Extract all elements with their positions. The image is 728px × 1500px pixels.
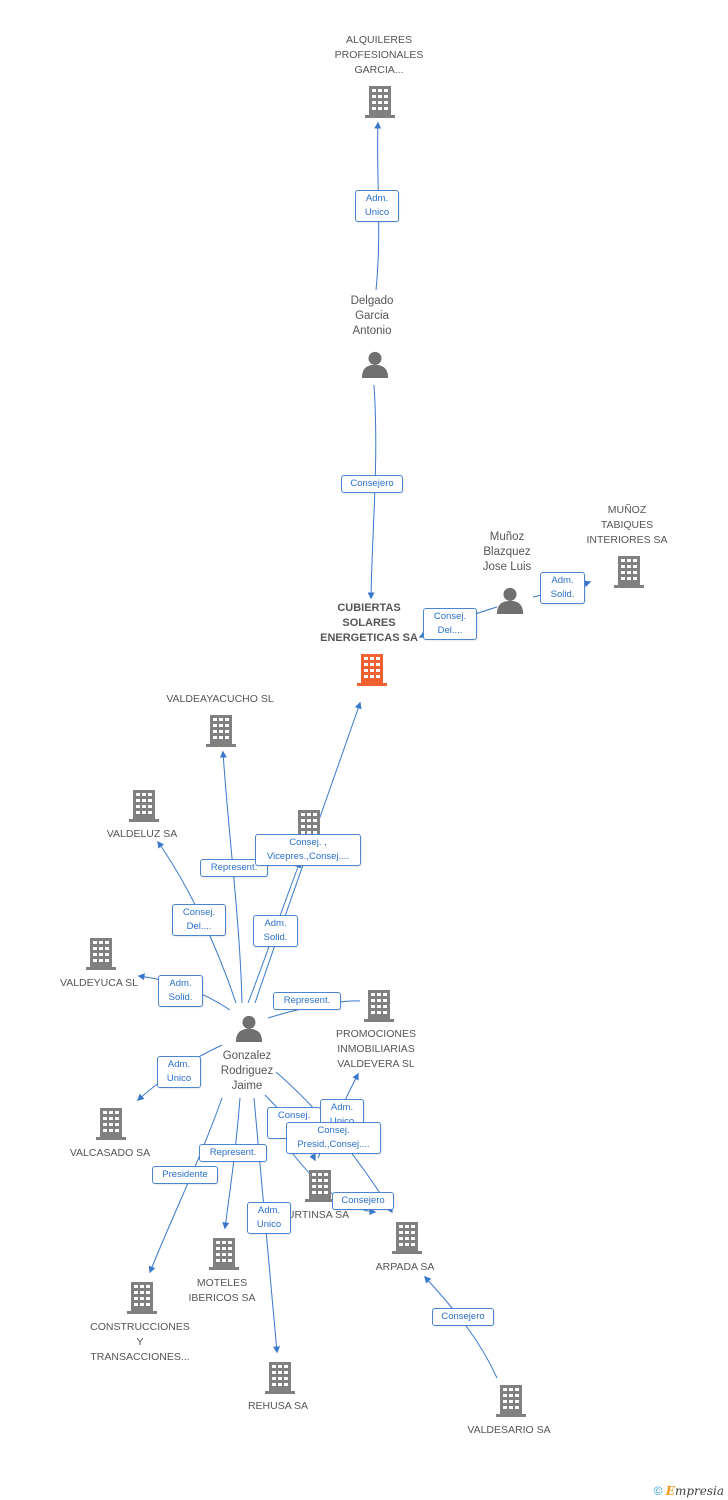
copyright-symbol: ©	[653, 1484, 663, 1498]
brand-initial: E	[665, 1484, 675, 1498]
edge-valdesario-arpada	[424, 1275, 498, 1379]
node-label-valdeluz[interactable]: VALDELUZ SA	[106, 828, 178, 840]
building-icon[interactable]	[357, 654, 387, 686]
building-icon[interactable]	[129, 790, 159, 822]
brand-name: mpresia	[674, 1484, 724, 1498]
edge-label[interactable]: Adm. Unico	[247, 1202, 291, 1234]
edge-label[interactable]: Consejero	[332, 1192, 394, 1210]
node-label-arpada[interactable]: ARPADA SA	[375, 1261, 435, 1273]
node-label-valcasado[interactable]: VALCASADO SA	[69, 1147, 151, 1159]
edge-label[interactable]: Adm. Solid.	[540, 572, 585, 604]
edge-label[interactable]: Presidente	[152, 1166, 218, 1184]
edge-label[interactable]: Represent.	[200, 859, 268, 877]
edge-label[interactable]: Consej. Presid.,Consej....	[286, 1122, 381, 1154]
building-icon[interactable]	[86, 938, 116, 970]
building-icon[interactable]	[614, 556, 644, 588]
brand-logo[interactable]: Empresia	[666, 1484, 724, 1498]
edge-label[interactable]: Consejero	[432, 1308, 494, 1326]
edge-label[interactable]: Consej. Del....	[423, 608, 477, 640]
node-label-urtinsa[interactable]: URTINSA SA	[286, 1209, 350, 1221]
node-label-munoz-person[interactable]: Muñoz Blazquez Jose Luis	[482, 531, 532, 573]
node-label-valdeyuca[interactable]: VALDEYUCA SL	[59, 977, 139, 989]
node-label-gonzalez[interactable]: Gonzalez Rodriguez Jaime	[220, 1050, 274, 1092]
building-icon[interactable]	[206, 715, 236, 747]
edge-label[interactable]: Adm. Solid.	[158, 975, 203, 1007]
edge-label[interactable]: Consej. Del....	[172, 904, 226, 936]
building-icon[interactable]	[209, 1238, 239, 1270]
nodes	[86, 86, 644, 1417]
edge-label[interactable]: Adm. Solid.	[253, 915, 298, 947]
node-label-promociones[interactable]: PROMOCIONES INMOBILIARIAS VALDEVERA SL	[336, 1028, 416, 1070]
node-label-cubiertas[interactable]: CUBIERTAS SOLARES ENERGETICAS SA	[320, 602, 418, 644]
building-icon[interactable]	[364, 990, 394, 1022]
edge-label[interactable]: Consejero	[341, 475, 403, 493]
node-label-moteles[interactable]: MOTELES IBERICOS SA	[188, 1277, 256, 1304]
edge-gonzalez-moteles	[222, 1097, 241, 1230]
edge-delgado-cubiertas	[367, 384, 377, 600]
node-label-munoz-tabiques[interactable]: MUÑOZ TABIQUES INTERIORES SA	[586, 504, 668, 546]
person-icon[interactable]	[496, 587, 524, 614]
building-icon[interactable]	[127, 1282, 157, 1314]
person-icon[interactable]	[361, 351, 389, 378]
node-label-valdeayacucho[interactable]: VALDEAYACUCHO SL	[166, 693, 274, 705]
building-icon[interactable]	[392, 1222, 422, 1254]
building-icon[interactable]	[305, 1170, 335, 1202]
edge-label[interactable]: Adm. Unico	[157, 1056, 201, 1088]
edge-label[interactable]: Represent.	[273, 992, 341, 1010]
person-icon[interactable]	[235, 1015, 263, 1042]
node-label-construcciones[interactable]: CONSTRUCCIONES Y TRANSACCIONES...	[90, 1321, 190, 1363]
footer-brand: © Empresia	[654, 1484, 724, 1498]
node-label-valdesario[interactable]: VALDESARIO SA	[467, 1424, 551, 1436]
building-icon[interactable]	[496, 1385, 526, 1417]
node-label-rehusa[interactable]: REHUSA SA	[247, 1400, 309, 1412]
building-icon[interactable]	[265, 1362, 295, 1394]
edge-label[interactable]: Consej. , Vicepres.,Consej....	[255, 834, 361, 866]
node-label-delgado[interactable]: Delgado Garcia Antonio	[350, 295, 394, 337]
edge-label[interactable]: Represent.	[199, 1144, 267, 1162]
building-icon[interactable]	[365, 86, 395, 118]
edge-label[interactable]: Adm. Unico	[355, 190, 399, 222]
edge-gonzalez-construcciones	[148, 1097, 223, 1274]
building-icon[interactable]	[96, 1108, 126, 1140]
edge-gonzalez-valdeayacucho	[219, 750, 243, 1004]
node-label-alquileres[interactable]: ALQUILERES PROFESIONALES GARCIA...	[334, 34, 424, 76]
